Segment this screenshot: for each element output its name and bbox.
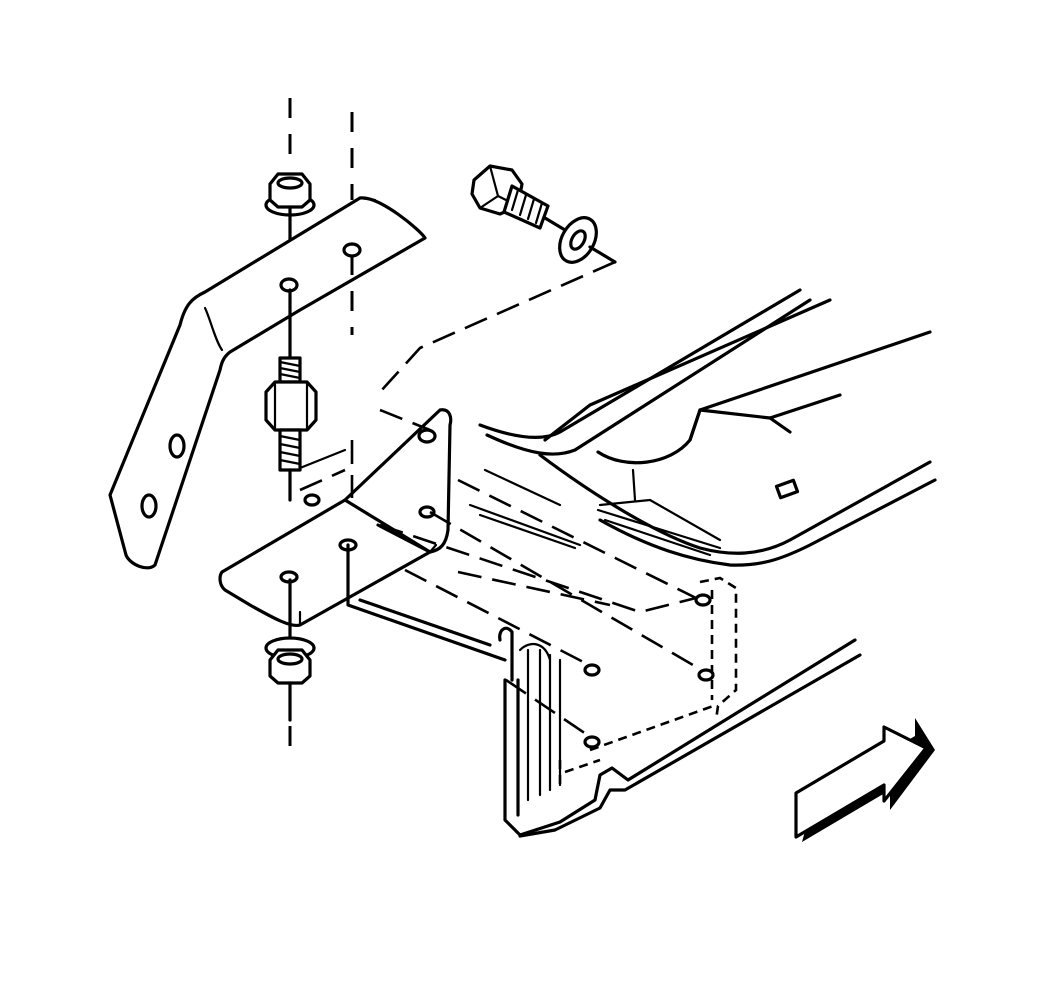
- assembly-leader-lines: [299, 260, 706, 742]
- upper-flange-nut: [264, 172, 316, 242]
- vehicle-front-direction-arrow: [794, 718, 935, 842]
- lower-mount-bracket: [218, 408, 507, 662]
- frame-bolt-holes: [583, 593, 715, 749]
- washer: [558, 216, 617, 264]
- bolt: [470, 164, 577, 238]
- upper-mount-bracket: [108, 196, 427, 570]
- lower-flange-nut: [264, 636, 316, 722]
- stud-with-spacer: [264, 288, 318, 642]
- frame-crossmember: [468, 288, 937, 838]
